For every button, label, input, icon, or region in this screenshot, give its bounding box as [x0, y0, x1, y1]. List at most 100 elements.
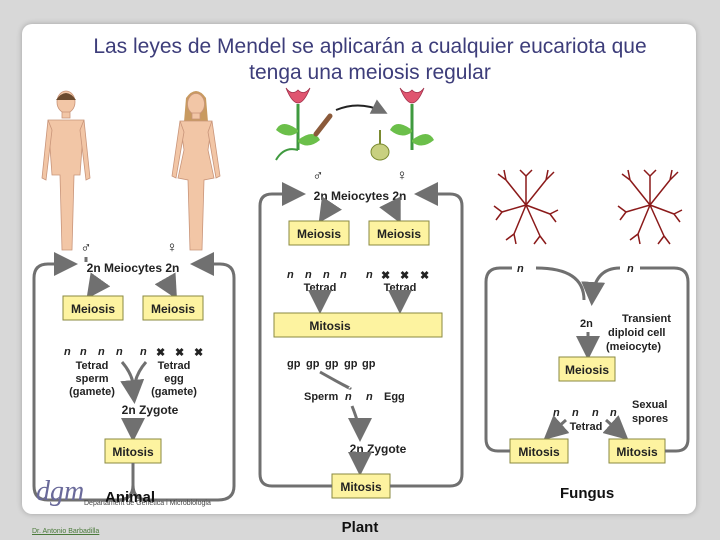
- fungus-n-right: n: [627, 263, 634, 275]
- animal-gamete-label-male: (gamete): [69, 386, 115, 398]
- dgm-logo: dgm: [36, 476, 85, 507]
- n-label: n: [80, 346, 87, 358]
- animal-meiosis-box-female: [142, 295, 204, 321]
- crossed-cell-icon: ✖: [381, 270, 390, 282]
- fungus-transient-line3: (meiocyte): [606, 341, 661, 353]
- plant-male-tetrad: n n n n: [287, 269, 347, 281]
- gp-label: gp: [306, 358, 320, 370]
- female-human-figure: [171, 91, 221, 251]
- fungus-mycelium-right: [617, 169, 683, 245]
- plant-female-tetrad: n ✖ ✖ ✖: [366, 269, 429, 282]
- n-label: n: [366, 391, 373, 403]
- fungus-2n-label: 2n: [580, 318, 593, 330]
- animal-male-symbol: ♂: [80, 239, 91, 256]
- plant-meiosis-label-male: Meiosis: [297, 227, 341, 241]
- plant-label: Plant: [342, 519, 379, 536]
- crossed-cell-icon: ✖: [400, 270, 409, 282]
- fungus-mitosis-box-right: [608, 438, 666, 464]
- fungus-n-left: n: [517, 263, 524, 275]
- animal-meiosis-box-male: [62, 295, 124, 321]
- plant-gametophytes: gp gp gp gp gp: [287, 358, 376, 370]
- title-line-2: tenga una meiosis regular: [249, 61, 491, 84]
- animal-tetrad-label-female: Tetrad: [158, 360, 191, 372]
- fungus-mycelium-left: [493, 169, 559, 245]
- author-link[interactable]: Dr. Antonio Barbadilla: [32, 528, 100, 535]
- animal-cycle: ♂ ♀ 2n Meiocytes 2n Meiosis Meiosis n n …: [32, 239, 236, 506]
- n-label: n: [287, 269, 294, 281]
- fungus-sexual-line2: spores: [632, 413, 668, 425]
- plant-meiosis-label-female: Meiosis: [377, 227, 421, 241]
- animal-mitosis-box: [104, 438, 162, 464]
- n-label: n: [572, 407, 579, 419]
- pistil-icon: [370, 130, 390, 161]
- n-label: n: [610, 407, 617, 419]
- plant-zygote-label: 2n Zygote: [350, 442, 407, 456]
- arrow-icon: [335, 99, 388, 114]
- plant-male-symbol: ♂: [312, 167, 323, 184]
- fungus-mitosis-label-left: Mitosis: [518, 445, 560, 459]
- animal-female-symbol: ♀: [166, 239, 177, 256]
- plant-egg-label: Egg: [384, 391, 405, 403]
- plant-mitosis-box-upper: [273, 312, 443, 338]
- plant-flower-male: [275, 87, 320, 161]
- fungus-transient-line2: diploid cell: [608, 327, 665, 339]
- animal-mitosis-label: Mitosis: [112, 445, 154, 459]
- plant-sperm-label: Sperm: [304, 391, 338, 403]
- animal-meiosis-label-female: Meiosis: [151, 302, 195, 316]
- gp-label: gp: [344, 358, 358, 370]
- title-line-1: Las leyes de Mendel se aplicarán a cualq…: [93, 35, 647, 58]
- plant-meiocytes-label: 2n Meiocytes 2n: [314, 189, 407, 203]
- crossed-cell-icon: ✖: [194, 347, 203, 359]
- n-label: n: [64, 346, 71, 358]
- plant-cycle: ♂ ♀ 2n Meiocytes 2n Meiosis Meiosis n n …: [258, 167, 464, 536]
- fungus-mitosis-label-right: Mitosis: [616, 445, 658, 459]
- plant-flower-female: [390, 87, 434, 150]
- department-caption: Departament de Genètica i Microbiologia: [84, 500, 211, 507]
- plant-mitosis-label-lower: Mitosis: [340, 480, 382, 494]
- n-label: n: [323, 269, 330, 281]
- plant-meiosis-box-male: [288, 220, 350, 246]
- plant-mitosis-box-lower: [331, 473, 391, 499]
- n-label: n: [345, 391, 352, 403]
- fungus-sexual-line1: Sexual: [632, 399, 667, 411]
- male-human-figure: [41, 90, 91, 251]
- fungus-meiosis-box: [558, 356, 616, 382]
- animal-meiosis-label-male: Meiosis: [71, 302, 115, 316]
- animal-tetrad-label-male: Tetrad: [76, 360, 109, 372]
- plant-female-symbol: ♀: [396, 167, 407, 184]
- animal-gamete-label-female: (gamete): [151, 386, 197, 398]
- fungus-tetrad-label: Tetrad: [570, 421, 603, 433]
- n-label: n: [305, 269, 312, 281]
- animal-meiocytes-label: 2n Meiocytes 2n: [87, 261, 180, 275]
- gp-label: gp: [325, 358, 339, 370]
- n-label: n: [366, 269, 373, 281]
- plant-meiosis-box-female: [368, 220, 430, 246]
- plant-mitosis-label-upper: Mitosis: [309, 319, 351, 333]
- crossed-cell-icon: ✖: [156, 347, 165, 359]
- animal-label: Animal: [105, 489, 155, 506]
- n-label: n: [98, 346, 105, 358]
- fungus-label: Fungus: [560, 485, 614, 502]
- gp-label: gp: [362, 358, 376, 370]
- n-label: n: [592, 407, 599, 419]
- animal-egg-label: egg: [164, 373, 184, 385]
- animal-zygote-label: 2n Zygote: [122, 403, 179, 417]
- n-label: n: [553, 407, 560, 419]
- fungus-tetrad: n n n n: [553, 407, 617, 419]
- animal-sperm-tetrad: n n n n: [64, 346, 123, 358]
- n-label: n: [140, 346, 147, 358]
- animal-sperm-label: sperm: [75, 373, 108, 385]
- crossed-cell-icon: ✖: [175, 347, 184, 359]
- plant-tetrad-label-female: Tetrad: [384, 282, 417, 294]
- slide-title: Las leyes de Mendel se aplicarán a cualq…: [60, 34, 680, 86]
- plant-tetrad-label-male: Tetrad: [304, 282, 337, 294]
- n-label: n: [116, 346, 123, 358]
- fungus-cycle: n n 2n Transient diploid cell (meiocyte)…: [484, 263, 690, 502]
- animal-egg-tetrad: n ✖ ✖ ✖: [140, 346, 203, 359]
- gp-label: gp: [287, 358, 301, 370]
- crossed-cell-icon: ✖: [420, 270, 429, 282]
- fungus-transient-line1: Transient: [622, 313, 671, 325]
- anther-icon: [313, 113, 333, 137]
- n-label: n: [340, 269, 347, 281]
